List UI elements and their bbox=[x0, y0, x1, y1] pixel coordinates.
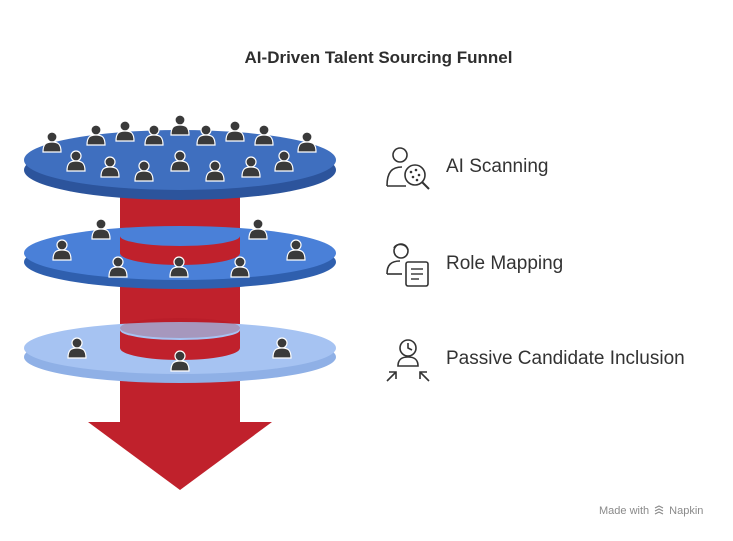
person-icon bbox=[170, 114, 190, 136]
person-icon bbox=[91, 218, 111, 240]
funnel-layer-3 bbox=[24, 318, 336, 383]
step-label-role-mapping: Role Mapping bbox=[446, 253, 564, 274]
step-label-passive-candidate-inclusion: Passive Candidate Inclusion bbox=[446, 348, 685, 369]
napkin-logo-icon bbox=[654, 505, 664, 515]
funnel-arrow-shaft bbox=[120, 185, 240, 425]
watermark-prefix: Made with bbox=[599, 505, 650, 517]
passive-candidate-arrows-icon bbox=[386, 339, 430, 382]
watermark-brand: Napkin bbox=[669, 505, 704, 517]
ai-scan-person-icon bbox=[386, 147, 430, 190]
role-document-person-icon bbox=[386, 243, 429, 287]
person-icon bbox=[115, 120, 135, 142]
napkin-watermark[interactable]: Made with Napkin bbox=[599, 505, 703, 517]
person-icon bbox=[225, 120, 245, 142]
funnel-arrow-head bbox=[88, 422, 272, 490]
funnel-layer-2 bbox=[24, 218, 336, 289]
person-icon bbox=[248, 218, 268, 240]
step-label-ai-scanning: AI Scanning bbox=[446, 156, 549, 177]
diagram-title: AI-Driven Talent Sourcing Funnel bbox=[244, 48, 513, 67]
funnel-layer-1 bbox=[24, 114, 336, 200]
